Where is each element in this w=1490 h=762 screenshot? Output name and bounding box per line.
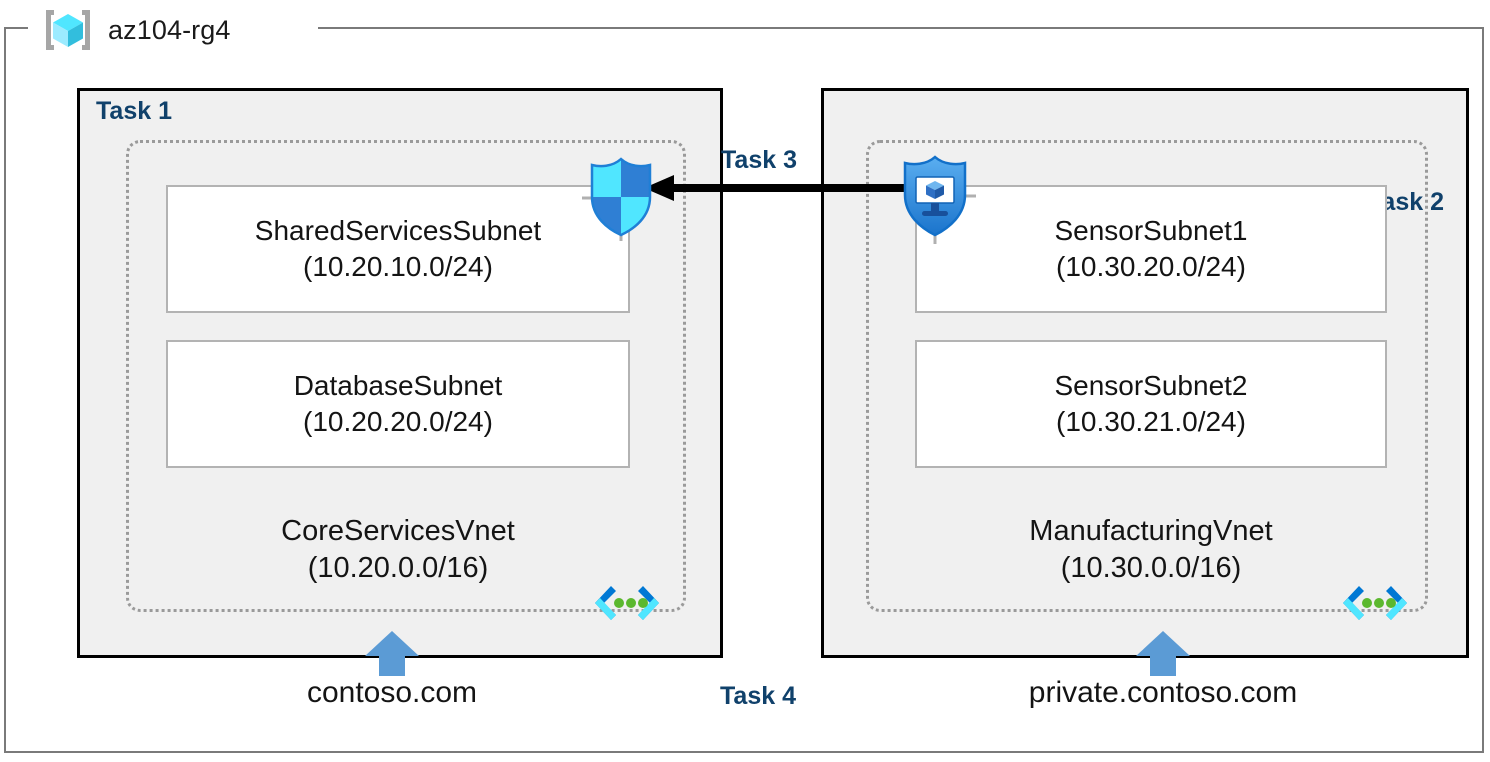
task-4-label: Task 4 — [720, 682, 796, 710]
subnet-name: SensorSubnet2 — [1054, 370, 1248, 402]
subnet-cidr: (10.20.10.0/24) — [303, 251, 493, 282]
task-1-label: Task 1 — [96, 97, 172, 125]
vnet-core-services-label: CoreServicesVnet (10.20.0.0/16) — [166, 513, 630, 587]
resource-group-title: az104-rg4 — [40, 6, 230, 54]
vnet-cidr: (10.30.0.0/16) — [1060, 552, 1242, 585]
peering-arrow-icon — [640, 170, 905, 206]
dns-link-up-arrow-icon — [364, 630, 420, 676]
subnet-cidr: (10.20.20.0/24) — [303, 406, 493, 437]
dns-link-up-arrow-icon — [1135, 630, 1191, 676]
virtual-network-icon — [592, 583, 662, 623]
subnet-sensor-1: SensorSubnet1 (10.30.20.0/24) — [915, 185, 1387, 313]
dns-zone-contoso-label: contoso.com — [306, 676, 478, 709]
vnet-name: ManufacturingVnet — [1029, 515, 1273, 547]
vnet-manufacturing-label: ManufacturingVnet (10.30.0.0/16) — [915, 513, 1387, 587]
subnet-database: DatabaseSubnet (10.20.20.0/24) — [166, 340, 630, 468]
vnet-core-services-container — [126, 140, 686, 612]
resource-group-name: az104-rg4 — [108, 14, 231, 45]
task-3-label: Task 3 — [721, 146, 797, 174]
subnet-shared-services: SharedServicesSubnet (10.20.10.0/24) — [166, 185, 630, 313]
subnet-cidr: (10.30.21.0/24) — [1056, 406, 1246, 437]
virtual-network-icon — [1340, 583, 1410, 623]
vnet-manufacturing-container — [866, 140, 1428, 612]
resource-group-frame — [4, 27, 1484, 753]
subnet-name: SensorSubnet1 — [1054, 215, 1248, 247]
subnet-sensor-2: SensorSubnet2 (10.30.21.0/24) — [915, 340, 1387, 468]
dns-zone-private-contoso-label: private.contoso.com — [1028, 676, 1298, 709]
vnet-name: CoreServicesVnet — [281, 515, 515, 547]
private-endpoint-shield-monitor-icon — [894, 152, 976, 244]
network-security-shield-icon — [582, 155, 660, 241]
resource-group-cube-icon — [40, 6, 96, 54]
subnet-cidr: (10.30.20.0/24) — [1056, 251, 1246, 282]
subnet-name: DatabaseSubnet — [293, 370, 503, 402]
vnet-cidr: (10.20.0.0/16) — [307, 552, 489, 585]
subnet-name: SharedServicesSubnet — [254, 215, 542, 247]
resource-group-title-notch — [28, 18, 318, 40]
